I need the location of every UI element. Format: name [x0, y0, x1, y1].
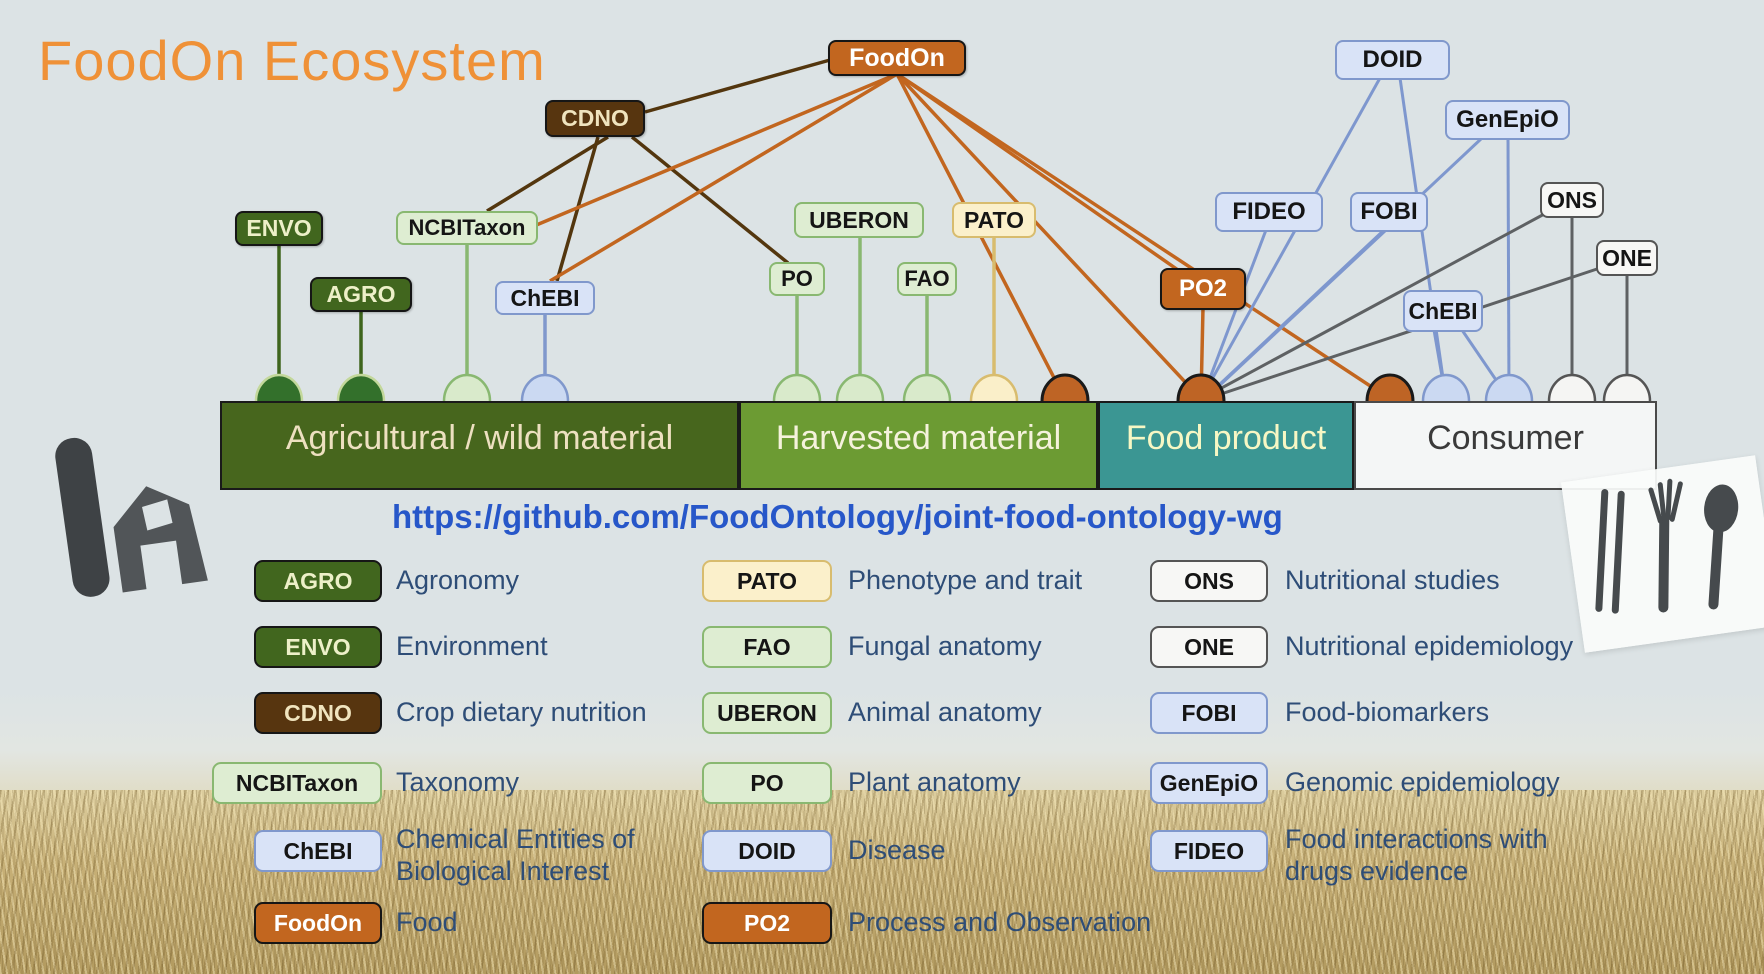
edge [486, 135, 609, 213]
legend-chip-pato: PATO [702, 560, 832, 602]
node-agro: AGRO [310, 277, 412, 312]
edge [549, 72, 898, 283]
legend-chip-ncbitaxon: NCBITaxon [212, 762, 382, 804]
node-fobi: FOBI [1350, 192, 1428, 232]
legend-label-po: Plant anatomy [848, 767, 1021, 797]
edge [1398, 77, 1448, 400]
legend-chip-one: ONE [1150, 626, 1268, 668]
bar-section-food-product: Food product [1098, 401, 1354, 490]
node-envo: ENVO [235, 211, 323, 246]
node-pato: PATO [952, 202, 1036, 238]
node-po: PO [769, 262, 825, 296]
legend-label-uberon: Animal anatomy [848, 697, 1042, 727]
node-uberon: UBERON [794, 202, 924, 238]
legend-label-foodon: Food [396, 907, 458, 937]
legend-label-cdno: Crop dietary nutrition [396, 697, 647, 727]
node-cdno: CDNO [545, 100, 645, 137]
legend-label-doid: Disease [848, 835, 946, 865]
legend-label-ncbitaxon: Taxonomy [396, 767, 520, 797]
legend-chip-fideo: FIDEO [1150, 830, 1268, 872]
legend-label-genepio: Genomic epidemiology [1285, 767, 1560, 797]
node-ncbitaxon: NCBITaxon [396, 211, 538, 245]
node-chebi-right: ChEBI [1403, 290, 1483, 332]
node-chebi-left: ChEBI [495, 281, 595, 315]
edge [896, 72, 1391, 401]
node-doid: DOID [1335, 40, 1450, 80]
edge [1202, 210, 1549, 400]
chopsticks-fork-spoon-icon [1595, 478, 1739, 614]
farm-barn-icon [55, 437, 208, 597]
edge [1202, 228, 1388, 402]
edge [1205, 266, 1601, 401]
node-fideo: FIDEO [1215, 192, 1323, 232]
node-one: ONE [1596, 240, 1658, 276]
edge [630, 135, 790, 265]
bar-section-agricultural-wild-material: Agricultural / wild material [220, 401, 739, 490]
legend-label-fobi: Food-biomarkers [1285, 697, 1490, 727]
legend-label-envo: Environment [396, 631, 548, 661]
bar-section-consumer: Consumer [1354, 401, 1657, 490]
github-url-link[interactable]: https://github.com/FoodOntology/joint-fo… [392, 498, 1283, 535]
legend-chip-foodon: FoodOn [254, 902, 382, 944]
cutlery-card [1560, 455, 1764, 653]
page-title: FoodOn Ecosystem [38, 29, 546, 92]
legend-label-agro: Agronomy [396, 565, 520, 595]
legend-chip-genepio: GenEpiO [1150, 762, 1268, 804]
node-foodon: FoodOn [828, 40, 966, 76]
legend-label-pato: Phenotype and trait [848, 565, 1083, 595]
node-po2: PO2 [1160, 268, 1246, 310]
legend-label-po2: Process and Observation [848, 907, 1152, 937]
edge [1506, 137, 1511, 400]
legend-chip-envo: ENVO [254, 626, 382, 668]
node-fao: FAO [897, 262, 957, 296]
legend-label-fao: Fungal anatomy [848, 631, 1042, 661]
legend-chip-doid: DOID [702, 830, 832, 872]
legend-chip-agro: AGRO [254, 560, 382, 602]
edge [895, 72, 1203, 401]
edge [1200, 229, 1268, 400]
legend-chip-chebi: ChEBI [254, 830, 382, 872]
legend-chip-fao: FAO [702, 626, 832, 668]
edge [1199, 77, 1382, 400]
legend-chip-ons: ONS [1150, 560, 1268, 602]
edge [644, 58, 831, 114]
legend-chip-fobi: FOBI [1150, 692, 1268, 734]
legend-label-one: Nutritional epidemiology [1285, 631, 1574, 661]
legend-chip-po: PO [702, 762, 832, 804]
edge [533, 72, 898, 228]
node-ons: ONS [1540, 182, 1604, 218]
legend-label-chebi: Chemical Entities of Biological Interest [396, 824, 635, 886]
legend-label-ons: Nutritional studies [1285, 565, 1500, 595]
node-genepio: GenEpiO [1445, 100, 1570, 140]
legend-chip-uberon: UBERON [702, 692, 832, 734]
legend-chip-cdno: CDNO [254, 692, 382, 734]
bar-section-harvested-material: Harvested material [739, 401, 1098, 490]
legend-label-fideo: Food interactions with drugs evidence [1285, 824, 1548, 886]
legend-chip-po2: PO2 [702, 902, 832, 944]
